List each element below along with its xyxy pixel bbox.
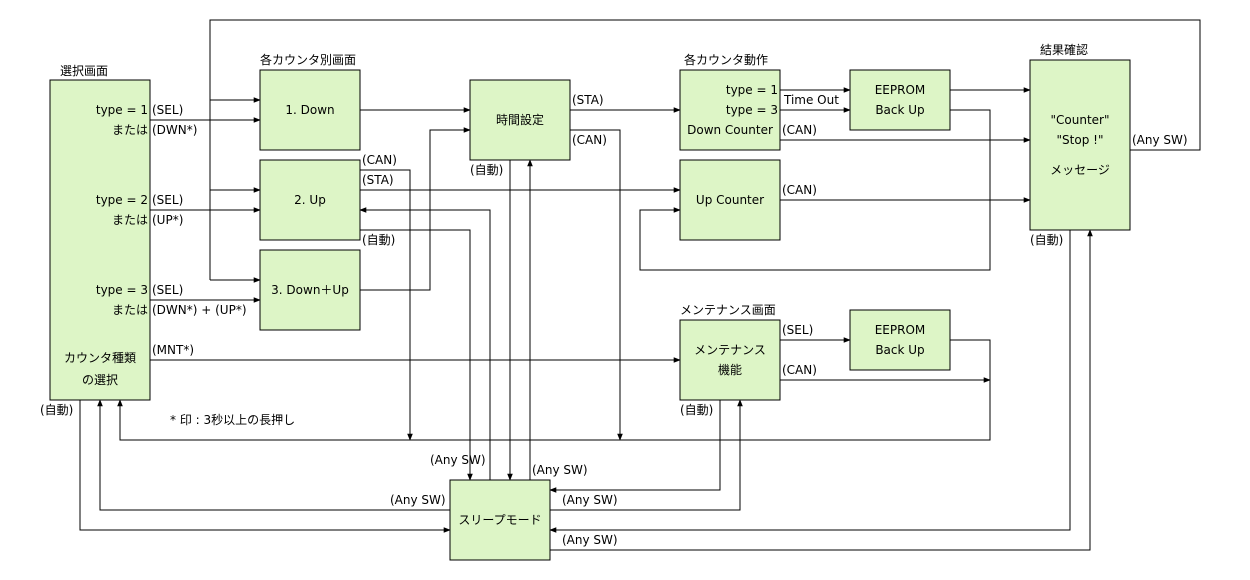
time-setting-label: 時間設定 (496, 112, 544, 127)
down-counter-label-1: type = 1 (726, 83, 778, 97)
sleep-mode-box (449, 479, 551, 561)
label-or3: または (112, 303, 148, 317)
eeprom1-label-1: EEPROM (875, 83, 926, 97)
label-anysw-left: (Any SW) (390, 493, 446, 507)
label-type1: type = 1 (96, 103, 148, 117)
down-box-label: 1. Down (285, 103, 334, 117)
arrow-sleep-to-up (359, 207, 491, 480)
header-per-counter: 各カウンタ別画面 (260, 52, 356, 67)
label-sel3: (SEL) (152, 283, 183, 297)
arrow-sleep-to-maint (550, 399, 743, 511)
arrow-eeprom-to-upcounter (639, 109, 991, 271)
label-auto-select: (自動) (40, 403, 73, 417)
down-counter-label-3: Down Counter (687, 123, 773, 137)
header-maintenance: メンテナンス画面 (680, 303, 776, 317)
maintenance-label-2: 機能 (718, 362, 742, 377)
label-maint-auto: (自動) (680, 403, 713, 417)
up-counter-label: Up Counter (696, 193, 764, 207)
label-dc-can: (CAN) (782, 123, 817, 137)
label-anysw-sleep-r1: (Any SW) (562, 493, 618, 507)
label-maint-sel: (SEL) (782, 323, 813, 337)
arrow-time-can (570, 129, 623, 441)
label-dwn1: (DWN*) (152, 123, 197, 137)
down-counter-label-2: type = 3 (726, 103, 778, 117)
arrow-up-auto-to-sleep (360, 229, 473, 481)
arrow-sleep-to-result (550, 229, 1093, 551)
label-time-can: (CAN) (572, 133, 607, 147)
label-up-sta: (STA) (362, 173, 394, 187)
arrow-up-can (360, 169, 413, 441)
maintenance-box (679, 319, 781, 401)
arrow-eeprom2-bus (117, 339, 991, 441)
result-box (1029, 59, 1131, 231)
maintenance-label-1: メンテナンス (694, 343, 766, 357)
label-uc-can: (CAN) (782, 183, 817, 197)
label-dwnup3: (DWN*) + (UP*) (152, 303, 247, 317)
label-auto-result: (自動) (1030, 233, 1063, 247)
label-sel1: (SEL) (152, 103, 183, 117)
eeprom2-label-1: EEPROM (875, 323, 926, 337)
down-box (259, 69, 361, 151)
label-type2: type = 2 (96, 193, 148, 207)
label-timeout: Time Out (783, 93, 839, 107)
label-type3: type = 3 (96, 283, 148, 297)
arrow-sleep-to-select (97, 399, 450, 511)
arrow-select-auto-to-sleep (79, 400, 451, 533)
sleep-mode-label: スリープモード (458, 513, 541, 527)
header-counter-action: 各カウンタ動作 (684, 52, 768, 67)
label-anysw-sleep-r2: (Any SW) (562, 533, 618, 547)
down-counter-box (679, 69, 781, 151)
label-anysw-sel: (Any SW) (532, 463, 588, 477)
select-box-label-2: の選択 (82, 373, 118, 387)
result-label-2: "Stop !" (1057, 133, 1104, 147)
select-screen-box (49, 79, 151, 401)
result-label-3: メッセージ (1050, 163, 1110, 177)
eeprom-backup-box-1 (849, 69, 951, 131)
select-box-label-1: カウンタ種類 (64, 351, 136, 365)
label-up2: (UP*) (152, 213, 183, 227)
label-time-auto: (自動) (470, 163, 503, 177)
eeprom2-label-2: Back Up (875, 343, 924, 357)
label-sel2: (SEL) (152, 193, 183, 207)
label-or2: または (112, 213, 148, 227)
downup-box (259, 249, 361, 331)
label-anysw-result: (Any SW) (1132, 133, 1188, 147)
header-result: 結果確認 (1040, 42, 1088, 57)
label-up-auto: (自動) (362, 233, 395, 247)
arrow-result-loop (209, 19, 1201, 280)
label-or1: または (112, 123, 148, 137)
result-label-1: "Counter" (1051, 113, 1110, 127)
header-select: 選択画面 (60, 64, 108, 78)
time-setting-box (469, 79, 571, 161)
arrow-result-auto-to-sleep (549, 230, 1071, 533)
eeprom-backup-box-2 (849, 309, 951, 371)
footnote: * 印 : 3秒以上の長押し (170, 413, 295, 427)
up-box (259, 159, 361, 241)
connectors (79, 19, 1201, 551)
label-anysw-mid: (Any SW) (430, 453, 486, 467)
eeprom1-label-2: Back Up (875, 103, 924, 117)
up-counter-box (679, 159, 781, 241)
downup-box-label: 3. Down＋Up (271, 283, 349, 297)
label-maint-can: (CAN) (782, 363, 817, 377)
label-mnt: (MNT*) (152, 343, 194, 357)
label-up-can: (CAN) (362, 153, 397, 167)
up-box-label: 2. Up (294, 193, 326, 207)
arrow-maint-auto-to-sleep (549, 400, 721, 493)
label-time-sta: (STA) (572, 93, 604, 107)
